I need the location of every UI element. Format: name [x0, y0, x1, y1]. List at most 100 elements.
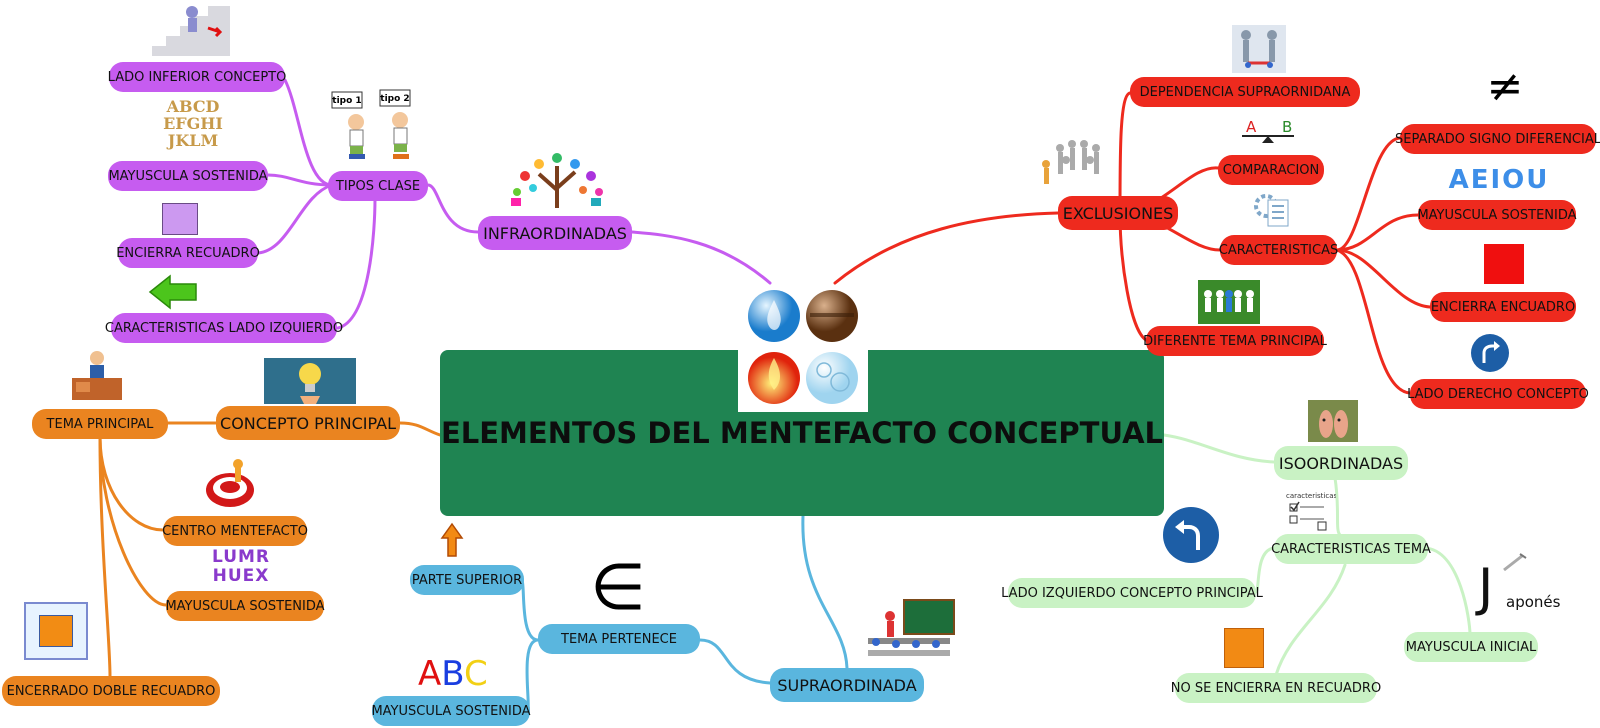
abc-b: B	[441, 654, 464, 694]
mayuscula-sostenida-node[interactable]: MAYUSCULA SOSTENIDA	[108, 161, 268, 191]
comparacion-node[interactable]: COMPARACION	[1218, 155, 1324, 185]
elements-icon	[738, 286, 868, 412]
handshake-people-icon	[1232, 25, 1286, 73]
letters-icon: LUMR HUEX	[206, 548, 276, 590]
node-label: MAYUSCULA SOSTENIDA	[165, 598, 325, 614]
node-label: ENCIERRA ENCUADRO	[1430, 299, 1576, 315]
abc-a: A	[418, 654, 442, 694]
checklist-icon: caracteristicas	[1284, 490, 1338, 532]
idea-tree-icon	[505, 152, 609, 210]
node-label: MAYUSCULA SOSTENIDA	[108, 168, 268, 184]
node-label: ENCIERRA RECUADRO	[116, 245, 260, 261]
lado-izquierdo-concepto-principal-node[interactable]: LADO IZQUIERDO CONCEPTO PRINCIPAL	[1001, 578, 1263, 608]
green-left-arrow-icon	[148, 274, 198, 310]
stairs-person-icon	[150, 0, 232, 58]
caracteristicas-lado-izquierdo-node[interactable]: CARACTERISTICAS LADO IZQUIERDO	[105, 313, 343, 343]
diferente-tema-principal-node[interactable]: DIFERENTE TEMA PRINCIPAL	[1143, 326, 1327, 356]
tipos-clase-label: TIPOS CLASE	[335, 178, 421, 194]
node-label: MAYUSCULA SOSTENIDA	[371, 703, 531, 719]
lado-inferior-concepto-node[interactable]: LADO INFERIOR CONCEPTO	[107, 62, 287, 92]
centro-mentefacto-node[interactable]: CENTRO MENTEFACTO	[162, 516, 308, 546]
classroom-icon	[862, 598, 956, 660]
node-label: LADO INFERIOR CONCEPTO	[107, 69, 287, 85]
node-label: DIFERENTE TEMA PRINCIPAL	[1143, 333, 1327, 349]
tema-principal-node[interactable]: TEMA PRINCIPAL	[32, 409, 168, 439]
scale-b: B	[1282, 118, 1292, 136]
checklist-title: caracteristicas	[1286, 492, 1336, 500]
central-title: ELEMENTOS DEL MENTEFACTO CONCEPTUAL	[440, 416, 1164, 450]
node-label: CARACTERISTICAS TEMA	[1271, 541, 1431, 557]
caracteristicas-node[interactable]: CARACTERISTICAS	[1219, 235, 1338, 265]
lightbulb-icon	[264, 358, 356, 404]
japones-rest: aponés	[1506, 593, 1561, 611]
encierra-encuadro-node[interactable]: ENCIERRA ENCUADRO	[1430, 292, 1576, 322]
supraordinada-label: SUPRAORDINADA	[777, 675, 917, 695]
not-equal-symbol: ≠	[1486, 61, 1524, 112]
belongs-symbol: ∈	[590, 551, 646, 625]
encierra-recuadro-node[interactable]: ENCIERRA RECUADRO	[116, 238, 260, 268]
node-label: ENCERRADO DOBLE RECUADRO	[6, 683, 216, 699]
caracteristicas-tema-node[interactable]: CARACTERISTICAS TEMA	[1271, 534, 1431, 564]
abc-icon: ABC	[418, 654, 498, 694]
infraordinadas-node[interactable]: INFRAORDINADAS	[478, 216, 632, 250]
node-label: LADO DERECHO CONCEPTO	[1407, 386, 1589, 402]
concepto-principal-label: CONCEPTO PRINCIPAL	[220, 413, 396, 433]
mayuscula-sostenida-red-node[interactable]: MAYUSCULA SOSTENIDA	[1417, 200, 1577, 230]
node-label: CARACTERISTICAS LADO IZQUIERDO	[104, 320, 344, 336]
letters-text: LUMR HUEX	[211, 547, 271, 586]
concepto-links	[98, 421, 442, 678]
paper-chain-people-icon	[1198, 280, 1260, 324]
node-label: SEPARADO SIGNO DIFERENCIAL	[1395, 131, 1600, 147]
node-label: TEMA PERTENECE	[561, 631, 677, 647]
exclusiones-label: EXCLUSIONES	[1062, 203, 1174, 223]
gear-document-icon	[1252, 190, 1292, 228]
mayuscula-sostenida-blue-node[interactable]: MAYUSCULA SOSTENIDA	[371, 696, 531, 726]
no-se-encierra-en-recuadro-node[interactable]: NO SE ENCIERRA EN RECUADRO	[1171, 673, 1381, 703]
node-label: MAYUSCULA SOSTENIDA	[1417, 207, 1577, 223]
lado-derecho-concepto-node[interactable]: LADO DERECHO CONCEPTO	[1407, 379, 1589, 409]
alphabet-line: EFGHI	[163, 114, 223, 133]
parte-superior-node[interactable]: PARTE SUPERIOR	[410, 565, 524, 595]
isoordinadas-node[interactable]: ISOORDINADAS	[1274, 446, 1408, 480]
node-label: DEPENDENCIA SUPRAORNIDANA	[1139, 84, 1351, 100]
japones-icon: J aponés	[1476, 552, 1566, 622]
exclusiones-links	[833, 91, 1432, 395]
node-label: NO SE ENCIERRA EN RECUADRO	[1170, 680, 1382, 696]
concepto-principal-node[interactable]: CONCEPTO PRINCIPAL	[216, 406, 400, 440]
double-square-inner	[39, 615, 73, 647]
circle-people-icon	[1040, 138, 1110, 188]
alphabet-line: ABCD	[166, 97, 220, 116]
exclusiones-node[interactable]: EXCLUSIONES	[1058, 196, 1178, 230]
alphabet-blocks-icon: ABCD EFGHI JKLM	[160, 98, 226, 154]
tipo-1-label: tipo 1	[332, 96, 361, 106]
dependencia-supraornidana-node[interactable]: DEPENDENCIA SUPRAORNIDANA	[1130, 77, 1360, 107]
node-label: LADO IZQUIERDO CONCEPTO PRINCIPAL	[1001, 585, 1263, 601]
isoordinadas-links	[1162, 433, 1472, 677]
thumbs-icon	[1308, 400, 1358, 442]
mayuscula-inicial-node[interactable]: MAYUSCULA INICIAL	[1404, 632, 1538, 662]
supraordinada-node[interactable]: SUPRAORDINADA	[770, 668, 924, 702]
infraordinadas-links	[256, 78, 772, 330]
kids-sign-icon: tipo 1 tipo 2	[330, 88, 422, 164]
belongs-symbol-icon: ∈	[590, 556, 646, 620]
vowels-icon: AEIOU	[1446, 162, 1552, 198]
tipos-clase-node[interactable]: TIPOS CLASE	[328, 171, 428, 201]
scale-a: A	[1246, 118, 1257, 136]
node-label: MAYUSCULA INICIAL	[1405, 639, 1537, 655]
tema-pertenece-node[interactable]: TEMA PERTENECE	[538, 624, 700, 654]
abc-c: C	[464, 654, 488, 694]
teacher-desk-icon	[70, 348, 124, 402]
purple-square-icon	[162, 203, 198, 235]
node-label: COMPARACION	[1222, 162, 1320, 178]
orange-square-icon	[1224, 628, 1264, 668]
vowels-text: AEIOU	[1448, 165, 1550, 195]
node-label: CENTRO MENTEFACTO	[162, 523, 308, 539]
target-icon	[204, 456, 256, 510]
encerrado-doble-recuadro-node[interactable]: ENCERRADO DOBLE RECUADRO	[2, 676, 220, 706]
turn-left-sign-icon	[1162, 506, 1220, 564]
japones-initial: J	[1478, 558, 1494, 618]
separado-signo-diferencial-node[interactable]: SEPARADO SIGNO DIFERENCIAL	[1395, 124, 1600, 154]
not-equal-icon: ≠	[1482, 62, 1528, 112]
mayuscula-sostenida-orange-node[interactable]: MAYUSCULA SOSTENIDA	[165, 591, 325, 621]
